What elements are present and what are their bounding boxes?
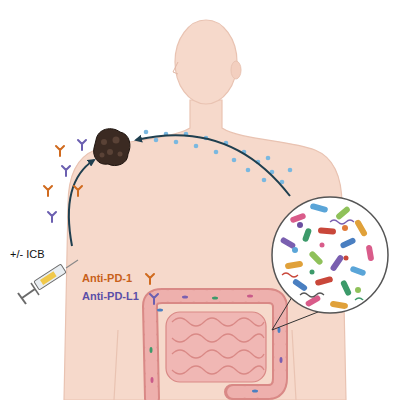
drug-label: +/- ICB [10, 248, 45, 261]
microbiome-circle [272, 197, 388, 313]
tumor [94, 129, 130, 166]
microbe-arrow [136, 135, 290, 196]
drug-label: Anti-PD-1 [82, 272, 132, 285]
drug-label: Anti-PD-L1 [82, 290, 139, 303]
colon [150, 296, 280, 398]
antibodies [44, 140, 158, 304]
microbiome-bacteria [280, 203, 375, 310]
treatment-arrow [69, 160, 94, 246]
head [175, 20, 237, 104]
metabolite-dots [144, 130, 293, 185]
small-intestine [166, 312, 266, 382]
intestine-loops [172, 318, 264, 374]
colon-outline [150, 296, 280, 398]
gut-bacteria [150, 295, 283, 393]
syringe [18, 260, 78, 304]
nose [173, 62, 178, 74]
ear [231, 61, 241, 79]
